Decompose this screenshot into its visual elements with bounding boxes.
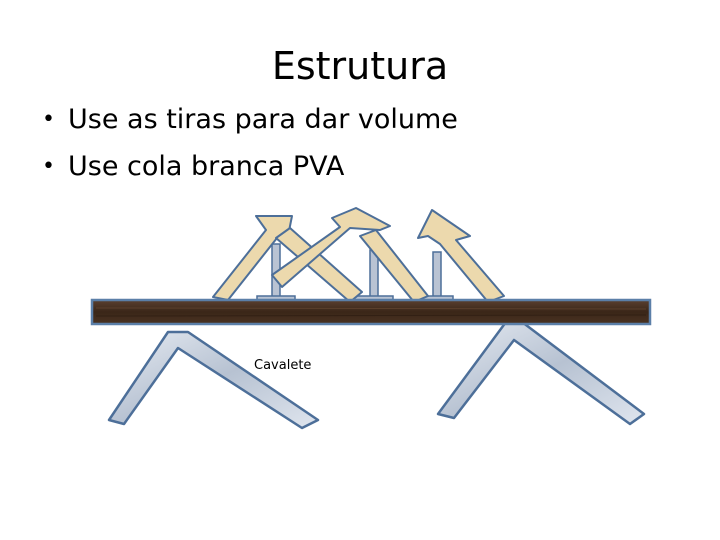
bullet-text: Use as tiras para dar volume (68, 103, 458, 135)
bullet-icon: • (42, 106, 55, 132)
strip-middle-right (359, 229, 429, 303)
bullet-item: • Use cola branca PVA (42, 143, 458, 190)
sawhorse-label: Cavalete (254, 358, 312, 373)
sawhorse-right (436, 320, 646, 426)
bullet-icon: • (42, 153, 55, 179)
strip-right (417, 209, 505, 303)
strip-diagonal-down (275, 227, 363, 303)
bullet-list: • Use as tiras para dar volume • Use cola … (42, 96, 458, 190)
slide-title: Estrutura (271, 44, 449, 88)
bullet-item: • Use as tiras para dar volume (42, 96, 458, 143)
strip-diagonal-up (271, 207, 391, 288)
sawhorse-left (107, 330, 320, 430)
wood-board (90, 298, 652, 326)
bullet-text: Use cola branca PVA (68, 150, 345, 182)
